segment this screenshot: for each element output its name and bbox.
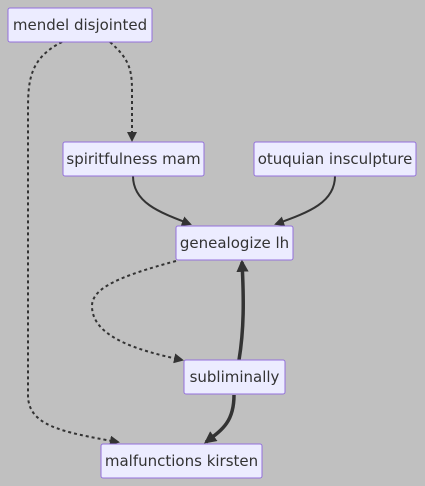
node-box	[7, 7, 153, 43]
node-genealogize-lh: genealogize lh	[175, 225, 294, 261]
edge-genealogize-to-subliminally	[90, 260, 184, 364]
node-label: mendel disjointed	[13, 16, 147, 34]
edge-otuquian-to-genealogize	[274, 175, 336, 227]
node-malfunctions-kirsten: malfunctions kirsten	[100, 443, 263, 479]
node-box	[175, 225, 294, 261]
node-label: malfunctions kirsten	[105, 452, 258, 470]
edge-subliminally-to-genealogize	[236, 259, 249, 361]
edge-subliminally-to-malfunctions	[204, 394, 236, 444]
node-label: spiritfulness mam	[66, 150, 200, 168]
node-subliminally: subliminally	[183, 359, 286, 395]
node-mendel-disjointed: mendel disjointed	[7, 7, 153, 43]
node-spiritfulness-mam: spiritfulness mam	[62, 141, 205, 177]
node-otuquian-insculpture: otuquian insculpture	[253, 141, 417, 177]
edge-spirit-to-genealogize	[132, 175, 192, 226]
node-box	[183, 359, 286, 395]
edge-mendel-to-spirit	[109, 41, 137, 142]
edge-mendel-to-malfunctions	[27, 41, 120, 446]
node-box	[253, 141, 417, 177]
node-box	[62, 141, 205, 177]
node-label: genealogize lh	[180, 234, 289, 252]
node-label: subliminally	[190, 368, 280, 386]
edges	[27, 41, 336, 446]
node-box	[100, 443, 263, 479]
node-label: otuquian insculpture	[258, 150, 413, 168]
